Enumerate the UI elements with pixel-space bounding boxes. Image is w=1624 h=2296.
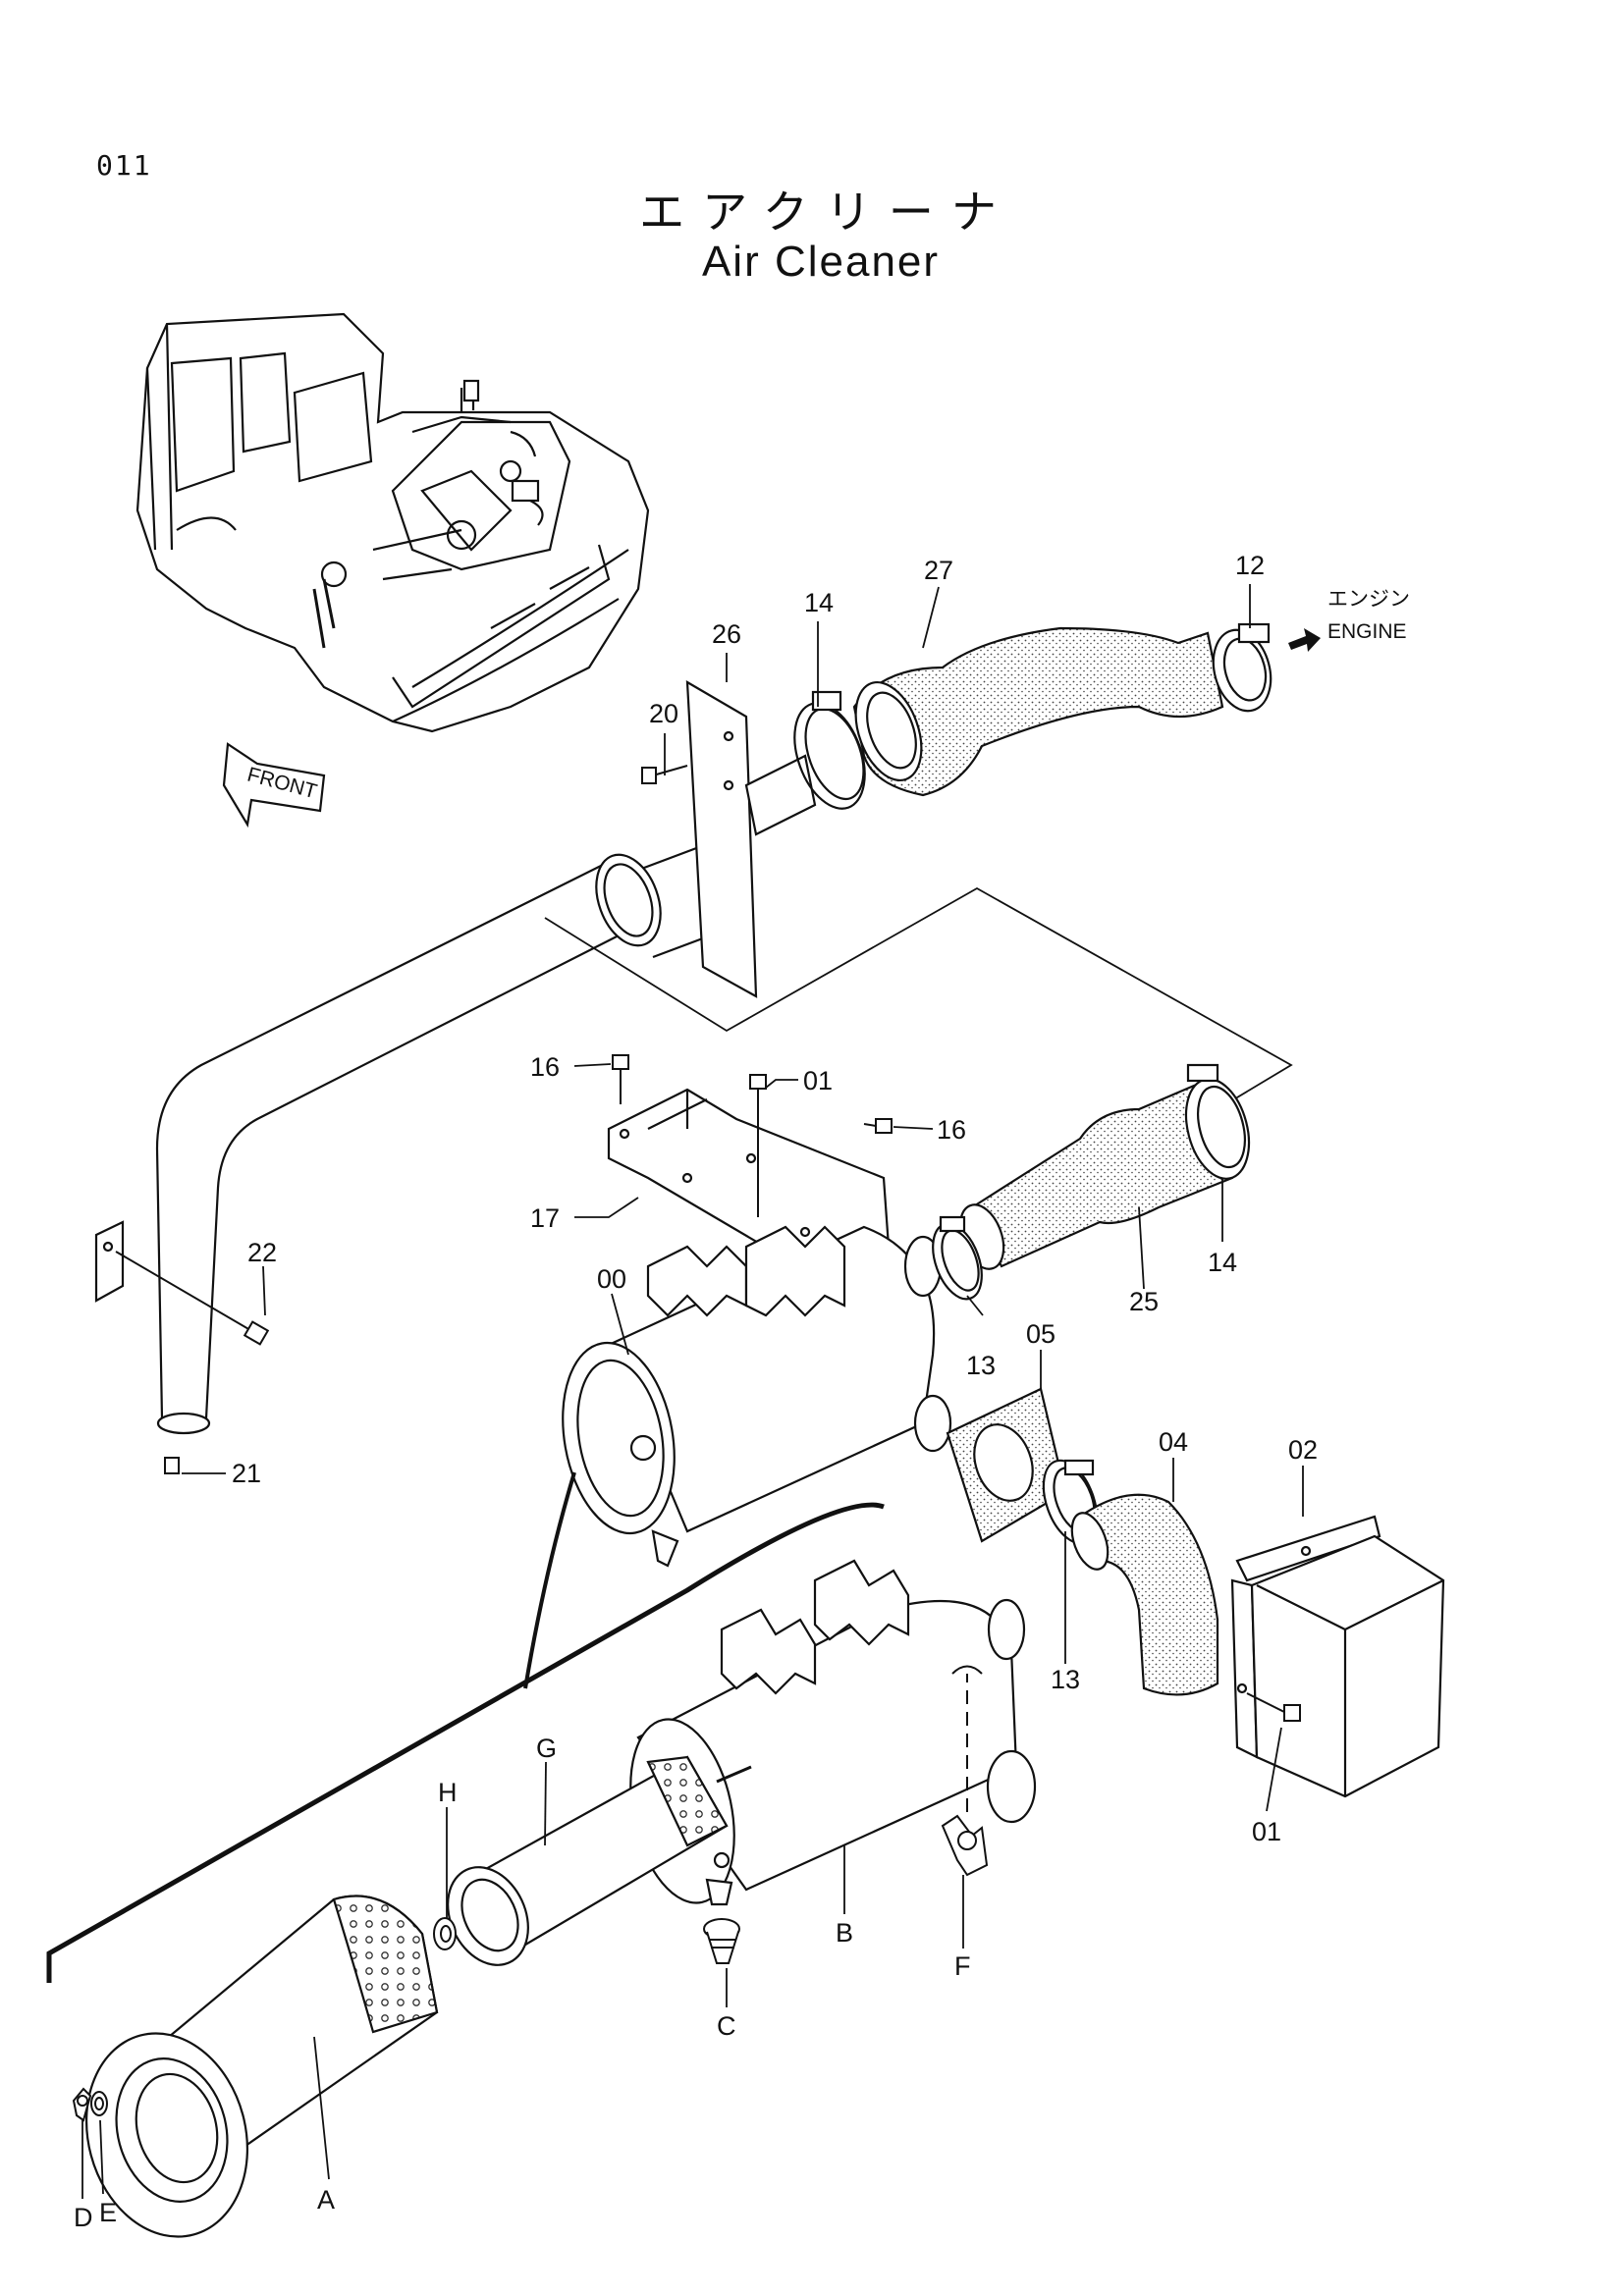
clamp-12 <box>1212 622 1272 713</box>
page-number: 011 <box>96 149 152 182</box>
callout-00: 00 <box>597 1264 626 1294</box>
callout-C: C <box>717 2011 736 2041</box>
hose-27 <box>852 626 1224 797</box>
callout-27: 27 <box>924 556 953 585</box>
callout-D: D <box>74 2203 93 2232</box>
bracket-17 <box>607 1088 891 1278</box>
wing-nut-D <box>72 2087 92 2122</box>
cover-box-02 <box>1230 1515 1445 1798</box>
callout-01-top: 01 <box>803 1066 833 1095</box>
bolt-16-left <box>612 1054 629 1104</box>
clamp-14-upper <box>793 690 866 810</box>
bolt-01-top <box>749 1074 767 1217</box>
callout-E: E <box>99 2198 117 2227</box>
engine-label-jp: エンジン <box>1327 588 1410 611</box>
callout-14-upper: 14 <box>804 588 834 617</box>
callout-H: H <box>438 1778 458 1807</box>
callout-01-lower: 01 <box>1252 1817 1281 1846</box>
callout-17: 17 <box>530 1203 560 1233</box>
callout-20: 20 <box>649 699 678 728</box>
callout-04: 04 <box>1159 1427 1188 1457</box>
callout-F: F <box>954 1951 971 1981</box>
callout-13-upper: 13 <box>966 1351 996 1380</box>
air-cleaner-assembly-00 <box>562 1225 952 1568</box>
callout-26: 26 <box>712 619 741 649</box>
title-english: Air Cleaner <box>701 238 941 286</box>
washer-E <box>90 2091 108 2116</box>
engine-direction-arrow <box>1288 628 1321 652</box>
callout-22: 22 <box>247 1238 277 1267</box>
elbow-hose-04 <box>1070 1493 1219 1696</box>
callout-13-lower: 13 <box>1051 1665 1080 1694</box>
callout-12: 12 <box>1235 551 1265 580</box>
engine-label-en: ENGINE <box>1327 620 1407 643</box>
callout-A: A <box>317 2185 335 2215</box>
routing-line <box>544 886 1293 1110</box>
callout-05: 05 <box>1026 1319 1056 1349</box>
callout-14-lower: 14 <box>1208 1248 1237 1277</box>
callout-16-left: 16 <box>530 1052 560 1082</box>
intake-pipe <box>94 865 629 1435</box>
callout-16-right: 16 <box>937 1115 966 1145</box>
callout-G: G <box>536 1734 557 1763</box>
leader-lines <box>81 584 1304 2199</box>
bolt-01-lower <box>1246 1692 1301 1722</box>
callout-25: 25 <box>1129 1287 1159 1316</box>
callout-B: B <box>836 1918 853 1948</box>
main-element-A <box>84 1895 439 2238</box>
bolt-16-right <box>863 1118 893 1134</box>
bolt-20 <box>641 765 688 784</box>
bolt-22 <box>115 1251 270 1346</box>
callout-02: 02 <box>1288 1435 1318 1465</box>
bracket-26 <box>685 680 817 998</box>
nut-H <box>433 1917 457 1950</box>
title-japanese: エアクリーナ <box>639 186 1014 239</box>
valve-F <box>941 1665 989 1877</box>
safety-element-G <box>447 1755 752 1966</box>
cap-C <box>703 1918 740 1964</box>
detail-brace-line <box>46 1471 885 1983</box>
excavator-illustration <box>135 312 650 733</box>
callout-21: 21 <box>232 1459 261 1488</box>
front-direction-arrow: FRONT <box>222 742 326 828</box>
clamp-13-upper <box>932 1215 983 1301</box>
clamp-14-lower <box>1184 1063 1251 1180</box>
gasket-05 <box>946 1387 1067 1543</box>
plug-21 <box>164 1457 180 1474</box>
